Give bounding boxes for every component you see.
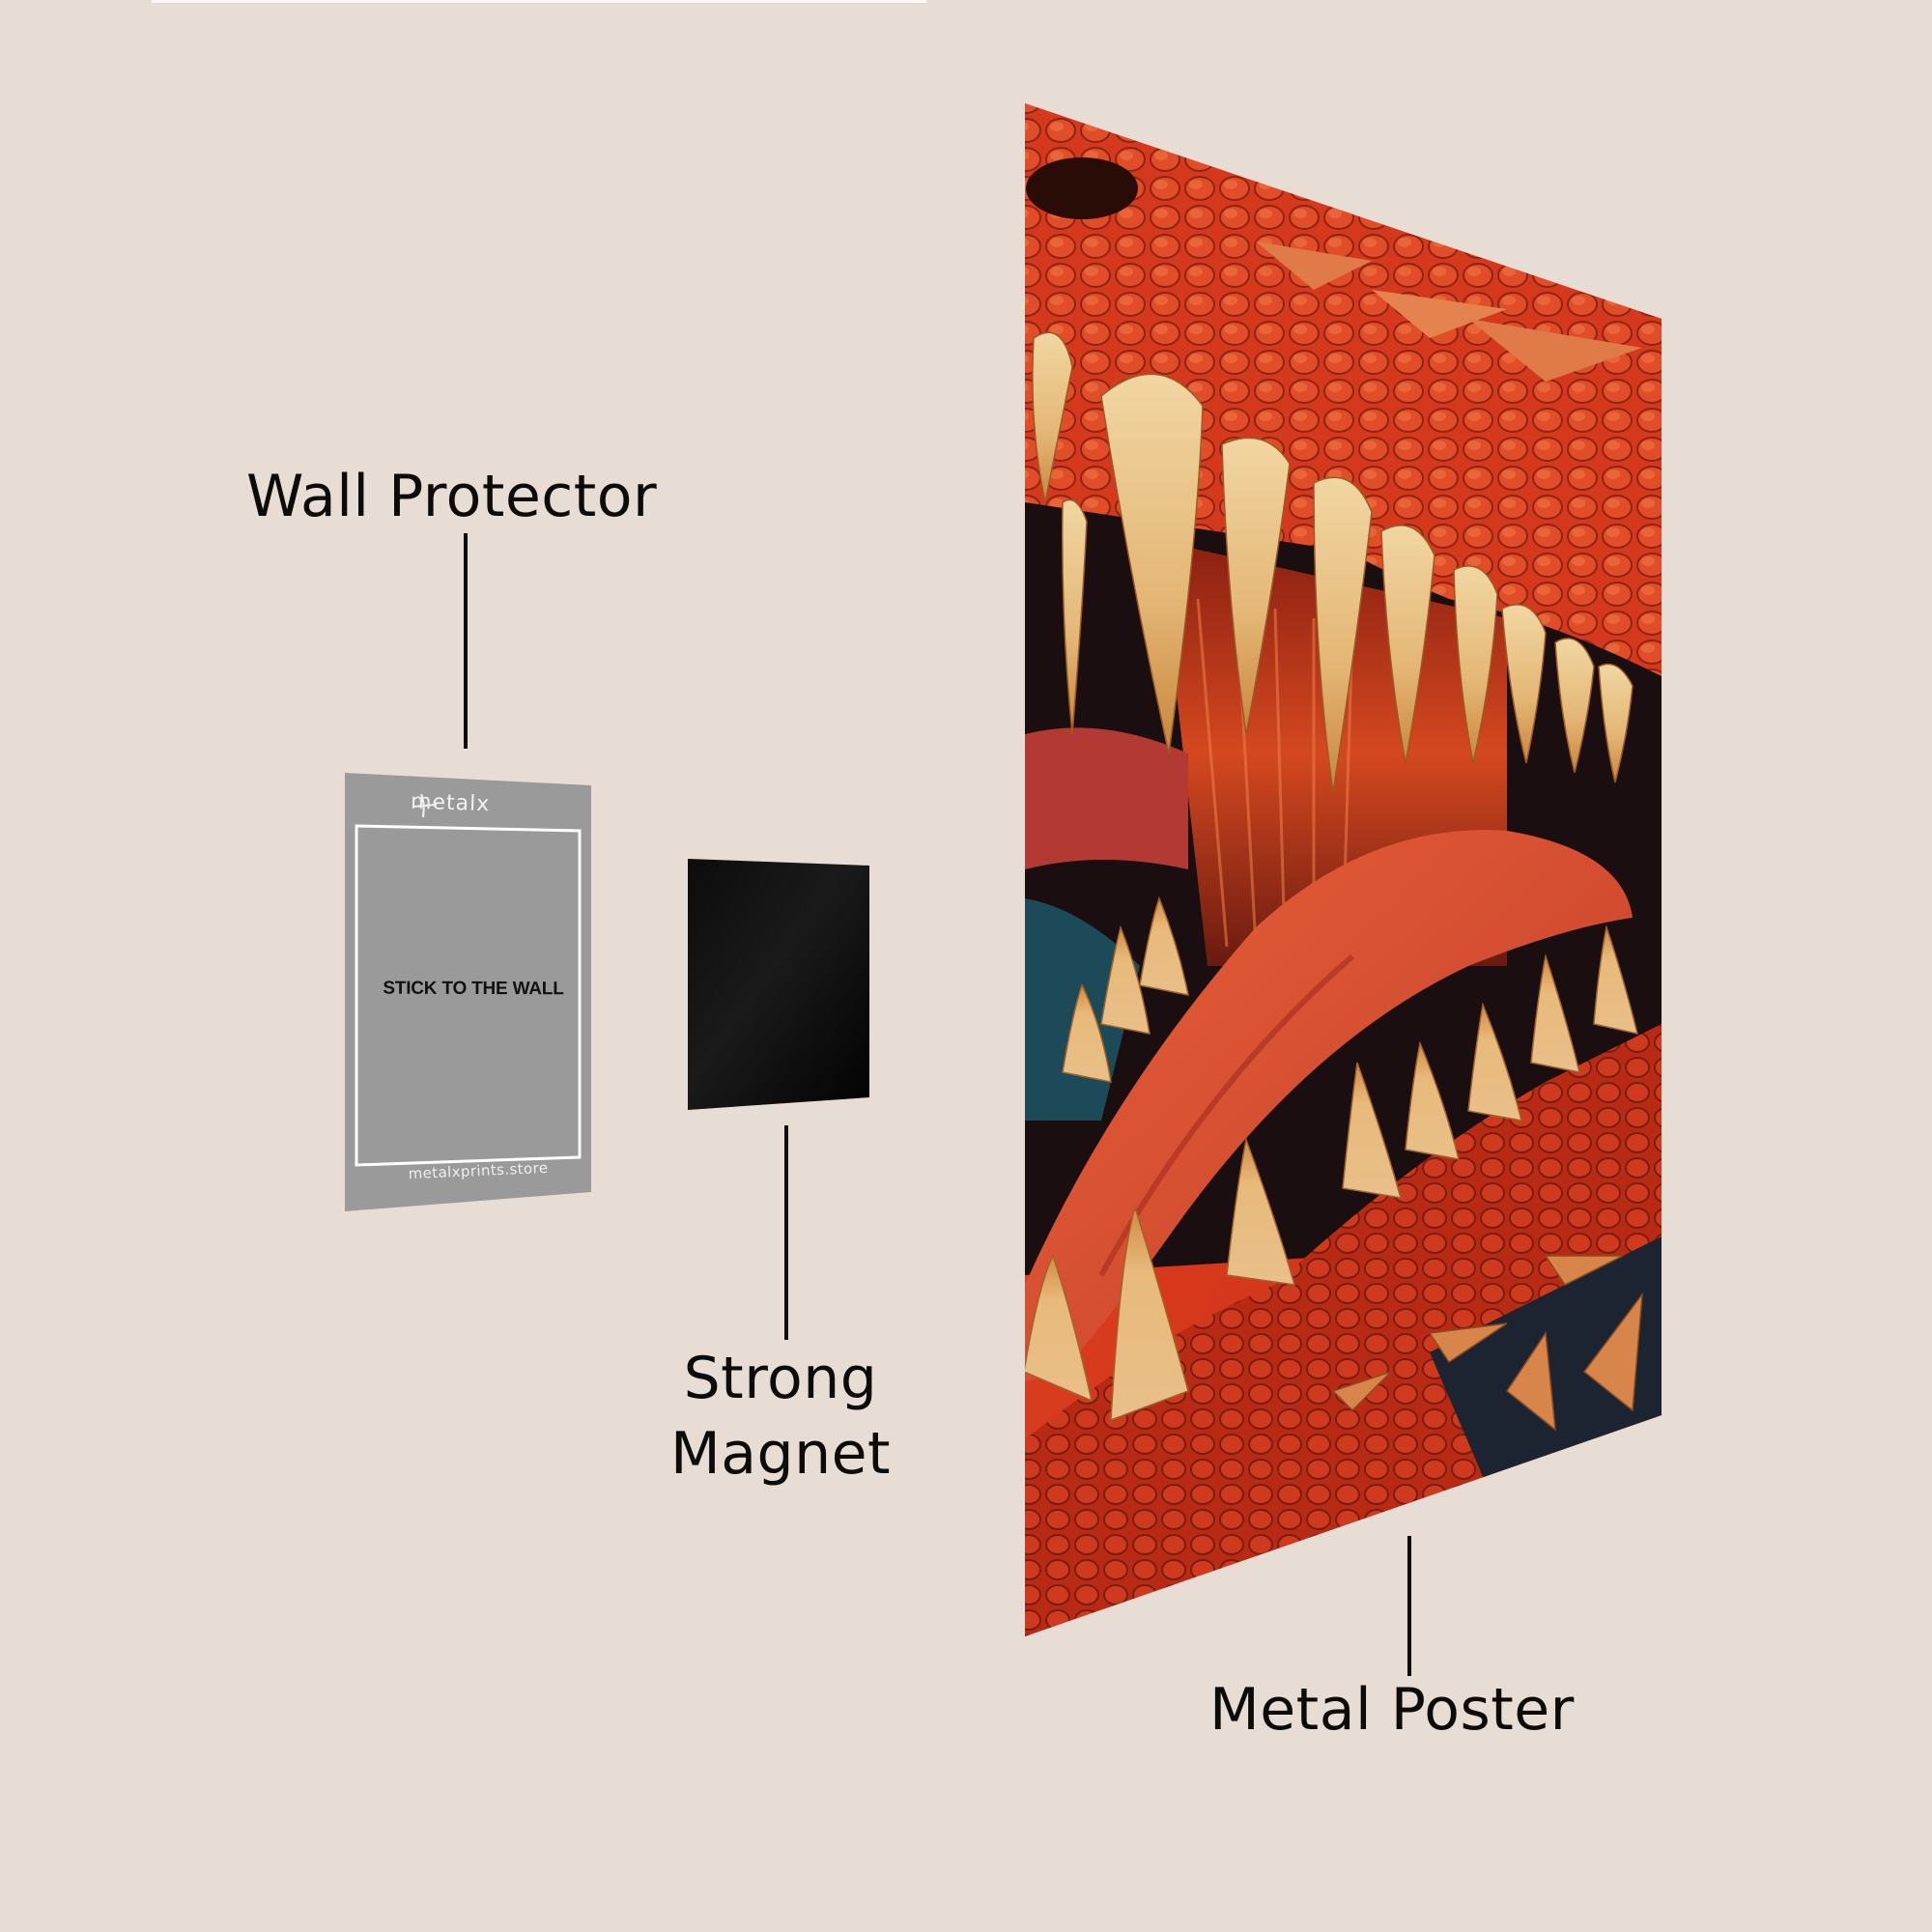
strong-magnet-label-line2: Magnet xyxy=(669,1420,892,1488)
magnet-connector-line xyxy=(784,1125,788,1340)
top-edge-strip xyxy=(152,0,926,4)
poster-connector-line xyxy=(1407,1536,1411,1676)
metal-poster-label: Metal Poster xyxy=(1209,1676,1575,1744)
strong-magnet-label: Strong Magnet xyxy=(660,1341,901,1492)
strong-magnet-label-line1: Strong xyxy=(683,1345,878,1412)
wall-protector-label: Wall Protector xyxy=(246,463,658,530)
wall-protector-connector-line xyxy=(464,533,468,749)
